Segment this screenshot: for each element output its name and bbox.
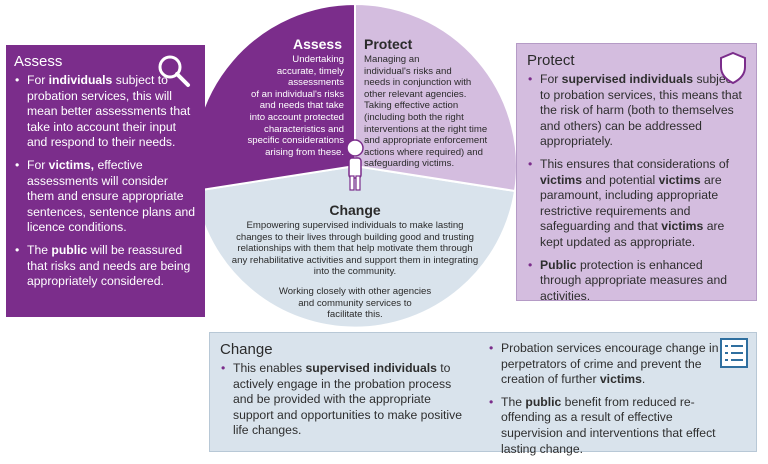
- list-item: For supervised individuals subject to pr…: [527, 72, 746, 150]
- text-line: specific considerations: [247, 135, 344, 147]
- person-icon: [346, 139, 364, 191]
- wheel-change-text: Empowering supervised individuals to mak…: [200, 220, 510, 278]
- list-item: For individuals subject to probation ser…: [14, 73, 197, 151]
- change-box-right-list: Probation services encourage change in p…: [488, 341, 720, 464]
- text-line: facilitate this.: [327, 309, 383, 321]
- shield-icon: [720, 51, 746, 85]
- emphasis: supervised individuals: [561, 72, 694, 86]
- text-line: relationships with them that help motiva…: [237, 243, 473, 255]
- emphasis: victims: [540, 172, 583, 187]
- text-line: any rehabilitative activities and suppor…: [231, 254, 479, 266]
- wheel-protect-title: Protect: [364, 36, 413, 52]
- text-line: individual's risks and: [364, 65, 452, 77]
- text-line: Undertaking: [292, 54, 344, 65]
- text-line: Taking effective action: [364, 100, 459, 112]
- emphasis: individuals: [48, 73, 113, 87]
- checklist-icon: [720, 338, 748, 368]
- text-line: other relevant agencies.: [364, 88, 467, 100]
- text-line: of an individual's risks: [250, 88, 344, 100]
- list-item: Probation services encourage change in p…: [488, 341, 720, 388]
- text-line: Empowering supervised individuals to mak…: [246, 220, 464, 231]
- list-item: Public protection is enhanced through ap…: [527, 258, 746, 305]
- change-box-title: Change: [220, 341, 273, 358]
- text-line: characteristics and: [264, 123, 344, 135]
- emphasis: victims,: [48, 157, 95, 172]
- list-item: The public will be reassured that risks …: [14, 243, 197, 290]
- text-line: changes to their lives through building …: [236, 231, 474, 243]
- wheel-change-title: Change: [329, 202, 381, 218]
- protect-box: Protect For supervised individuals subje…: [516, 43, 757, 304]
- text-line: into account protected: [249, 111, 344, 123]
- emphasis: Public: [540, 257, 577, 272]
- emphasis: supervised individuals: [305, 361, 437, 375]
- protect-box-list: For supervised individuals subject to pr…: [527, 72, 746, 304]
- text-line: accurate, timely: [276, 65, 344, 77]
- magnifier-icon: [158, 55, 190, 87]
- text-line: Working closely with other agencies: [278, 286, 432, 297]
- text-line: needs in conjunction with: [364, 77, 472, 89]
- text-line: and needs that take: [259, 100, 344, 112]
- change-box: Change This enables supervised individua…: [209, 332, 757, 456]
- text-line: actions where required) and: [364, 146, 483, 158]
- list-item: For victims, effective assessments will …: [14, 158, 197, 236]
- assess-box-title: Assess: [14, 53, 63, 70]
- emphasis: victims: [599, 372, 642, 387]
- emphasis: public: [525, 394, 562, 409]
- list-item: This enables supervised individuals to a…: [220, 361, 474, 439]
- emphasis: public: [51, 242, 88, 257]
- text-line: arising from these.: [265, 146, 344, 158]
- assess-box-list: For individuals subject to probation ser…: [14, 73, 197, 290]
- list-item: This ensures that considerations of vict…: [527, 157, 746, 251]
- text-line: into the community.: [313, 266, 397, 278]
- text-line: assessments: [288, 77, 344, 89]
- change-sector: [193, 164, 517, 329]
- text-line: interventions at the right time: [364, 123, 488, 135]
- text-line: safeguarding victims.: [364, 158, 455, 170]
- protect-box-title: Protect: [527, 52, 575, 69]
- text-line: and community services to: [298, 297, 412, 309]
- emphasis: victims: [658, 172, 701, 187]
- text-line: (including both the right: [364, 111, 464, 123]
- change-box-left-list: This enables supervised individuals to a…: [220, 361, 474, 446]
- text-line: Managing an: [364, 54, 420, 65]
- assess-box: Assess For individuals subject to probat…: [6, 45, 205, 317]
- wheel-assess-title: Assess: [292, 36, 342, 52]
- emphasis: victims: [661, 219, 704, 234]
- list-item: The public benefit from reduced re-offen…: [488, 395, 720, 457]
- text-line: and appropriate enforcement: [364, 135, 488, 147]
